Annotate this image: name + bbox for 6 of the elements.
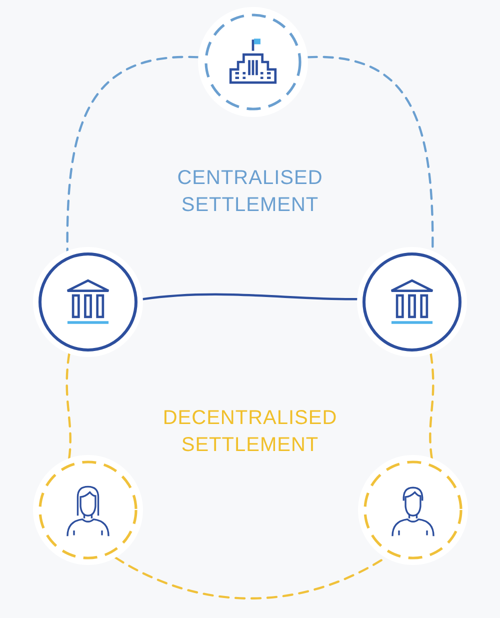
settlement-label: CENTRALISED SETTLEMENT [176, 166, 324, 218]
dashed-connector [66, 56, 200, 252]
settlement-label: DECENTRALISED SETTLEMENT [162, 406, 338, 458]
dashed-connector [66, 352, 72, 460]
dashed-connector [429, 352, 434, 460]
connector-line [142, 293, 358, 300]
